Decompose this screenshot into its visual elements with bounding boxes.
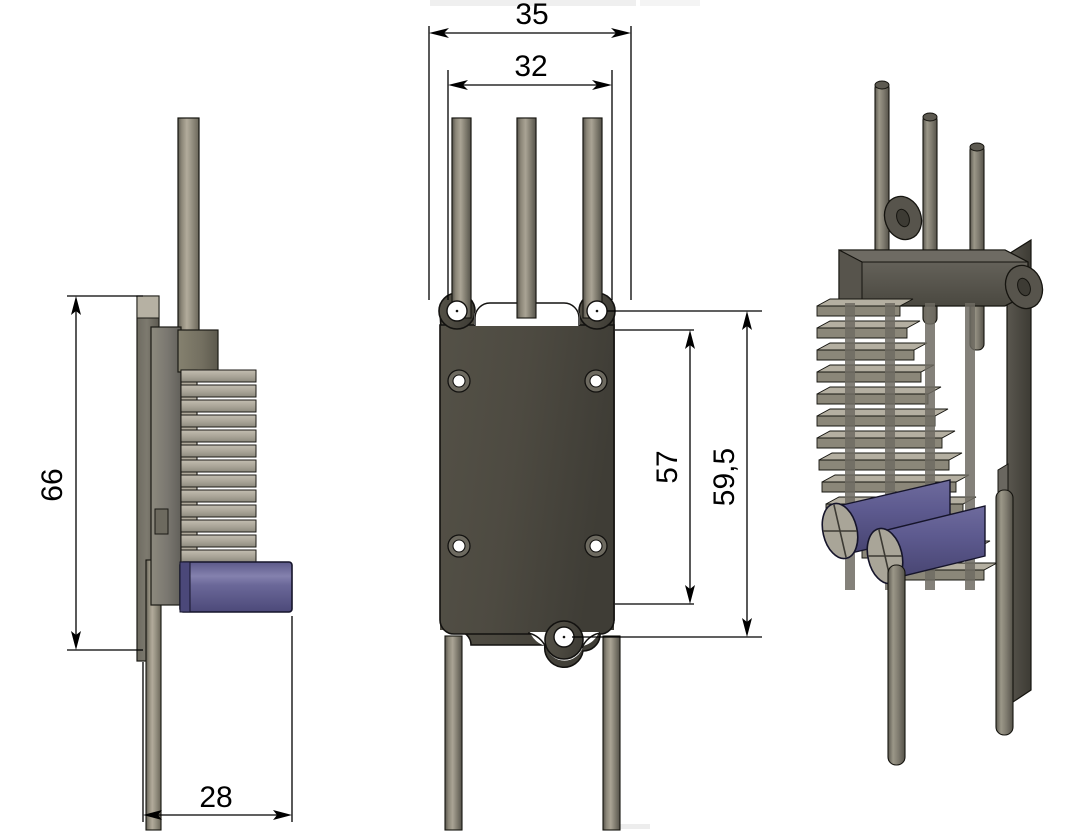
front-view: 35 32 57 59,5: [400, 0, 800, 836]
front-view-bottom-rods: [444, 635, 621, 831]
dim-57-label: 57: [651, 450, 684, 483]
dim-59-5-label: 59,5: [708, 448, 741, 506]
front-view-pcb: [438, 117, 616, 668]
left-side-view: 66 28: [0, 0, 360, 836]
iso-bottom-rods: [887, 489, 1014, 766]
iso-capacitors: [821, 479, 986, 585]
iso-top-bar: [838, 249, 1029, 307]
dim-35: 35: [428, 0, 632, 300]
dim-66: 66: [36, 295, 143, 651]
dim-59-5: 59,5: [572, 310, 762, 638]
left-view-body-plate: [150, 326, 182, 606]
left-view-top-block: [177, 329, 219, 373]
left-view-heatsink-fins: [180, 369, 257, 563]
dim-57: 57: [615, 329, 695, 605]
left-view-capacitor: [179, 561, 293, 613]
dim-32-label: 32: [514, 50, 547, 83]
isometric-view: [800, 0, 1090, 836]
top-faint-bar-right: [640, 0, 700, 6]
iso-mounting-ears: [883, 195, 1044, 310]
dim-28: 28: [142, 616, 293, 822]
dim-35-label: 35: [515, 0, 548, 31]
left-view-upper-rod: [177, 117, 200, 343]
dim-32: 32: [447, 50, 613, 300]
dim-66-label: 66: [36, 468, 69, 501]
bottom-faint-bar: [605, 824, 650, 829]
top-faint-bar: [430, 0, 636, 6]
dim-28-label: 28: [199, 781, 232, 814]
front-view-mounting-holes: [446, 300, 608, 648]
